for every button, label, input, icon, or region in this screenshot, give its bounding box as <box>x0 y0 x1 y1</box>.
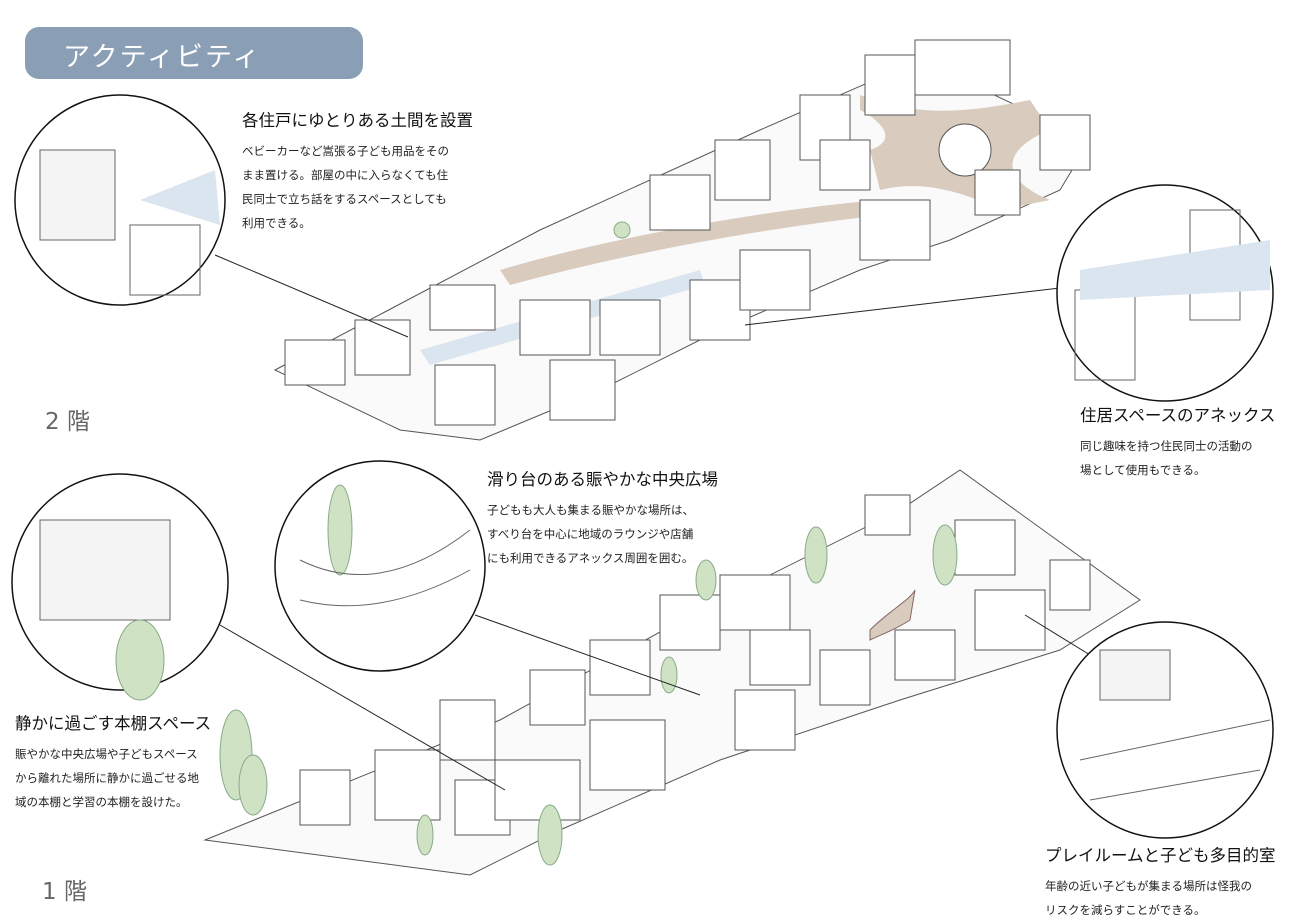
callout-plaza <box>274 460 486 672</box>
tree <box>613 221 631 239</box>
leader-line <box>214 254 409 338</box>
second-floor-rooms <box>284 39 1091 426</box>
leader-line <box>219 624 506 791</box>
note-line: すべり台を中心に地域のラウンジや店舗 <box>487 527 694 541</box>
note-line: 場として使用もできる。 <box>1080 463 1206 477</box>
note-title: 静かに過ごす本棚スペース <box>15 714 212 733</box>
plaza-void <box>938 123 992 177</box>
note-doma: 各住戸にゆとりある土間を設置 ベビーカーなど嵩張る子ども用品をそのまま置ける。部… <box>242 107 473 235</box>
section-title-badge: アクティビティ <box>25 27 363 79</box>
note-title: 滑り台のある賑やかな中央広場 <box>487 470 718 489</box>
note-bookshelf: 静かに過ごす本棚スペース 賑やかな中央広場や子どもスペースから離れた場所に静かに… <box>15 710 211 814</box>
trees <box>219 524 958 866</box>
note-annex: 住居スペースのアネックス 同じ趣味を持つ住民同士の活動の場として使用もできる。 <box>1080 402 1276 482</box>
note-line: 年齢の近い子どもが集まる場所は怪我の <box>1045 879 1252 893</box>
note-line: まま置ける。部屋の中に入らなくても住 <box>242 168 449 182</box>
note-title: 住居スペースのアネックス <box>1080 406 1276 425</box>
note-line: 利用できる。 <box>242 216 311 230</box>
callout-doma <box>14 94 226 306</box>
note-playroom: プレイルームと子ども多目的室 年齢の近い子どもが集まる場所は怪我のリスクを減らす… <box>1045 842 1276 922</box>
leader-line <box>744 287 1061 326</box>
note-line: ベビーカーなど嵩張る子ども用品をその <box>242 144 449 158</box>
section-title: アクティビティ <box>63 42 262 73</box>
leader-line <box>1024 614 1096 659</box>
note-line: リスクを減らすことができる。 <box>1045 903 1206 917</box>
note-title: 各住戸にゆとりある土間を設置 <box>242 111 473 130</box>
first-floor-rooms <box>299 494 1091 836</box>
note-line: 域の本棚と学習の本棚を設けた。 <box>15 795 188 809</box>
note-line: 民同士で立ち話をするスペースとしても <box>242 192 447 206</box>
floor-label-1f: 1 階 <box>42 879 87 905</box>
note-line: 賑やかな中央広場や子どもスペース <box>15 747 198 761</box>
floor-label-2f: 2 階 <box>45 409 90 435</box>
slide <box>869 589 916 641</box>
note-line: 同じ趣味を持つ住民同士の活動の <box>1080 439 1253 453</box>
note-line: 子どもも大人も集まる賑やかな場所は、 <box>487 503 694 517</box>
note-title: プレイルームと子ども多目的室 <box>1045 846 1276 865</box>
note-plaza: 滑り台のある賑やかな中央広場 子どもも大人も集まる賑やかな場所は、すべり台を中心… <box>487 466 718 570</box>
second-floor-corridor <box>500 200 885 285</box>
note-line: から離れた場所に静かに過ごせる地 <box>15 771 199 785</box>
leader-line <box>474 614 701 696</box>
note-line: にも利用できるアネックス周囲を囲む。 <box>487 551 694 565</box>
